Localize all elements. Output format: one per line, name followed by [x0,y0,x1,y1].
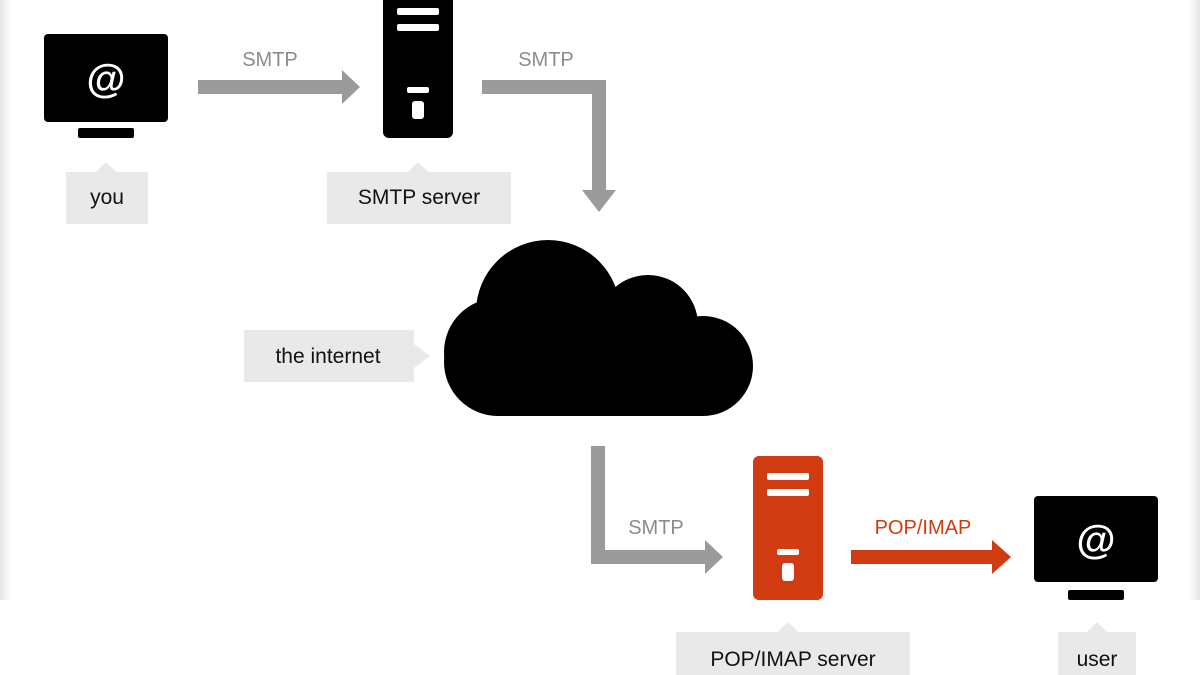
smtp-server-label: SMTP server [358,186,480,209]
pop-imap-server-icon [753,456,823,600]
pop-imap-server-label: POP/IMAP server [710,648,875,671]
smtp-server-icon [383,0,453,138]
user-monitor-icon: @ [1034,496,1158,600]
arrow-smtp-to-internet [482,80,616,212]
arrow-internet-to-pop [591,446,723,574]
edge-label-you-smtp: SMTP [242,49,298,71]
user-label-box: user [1058,622,1136,675]
cloud-icon [444,240,753,416]
internet-label-box: the internet [244,330,430,382]
smtp-server-label-box: SMTP server [327,162,511,224]
user-label: user [1077,648,1118,671]
pop-imap-server-label-box: POP/IMAP server [676,622,910,675]
arrow-you-to-smtp [198,70,360,104]
you-label: you [90,186,124,209]
internet-label: the internet [275,345,380,368]
edge-label-smtp-internet: SMTP [518,49,574,71]
arrow-pop-to-user [851,540,1011,574]
at-sign-icon: @ [1076,518,1115,562]
edge-label-internet-pop: SMTP [628,517,684,539]
at-sign-icon: @ [86,57,125,101]
edge-label-pop-user: POP/IMAP [875,517,972,539]
you-monitor-icon: @ [44,34,168,138]
you-label-box: you [66,162,148,224]
